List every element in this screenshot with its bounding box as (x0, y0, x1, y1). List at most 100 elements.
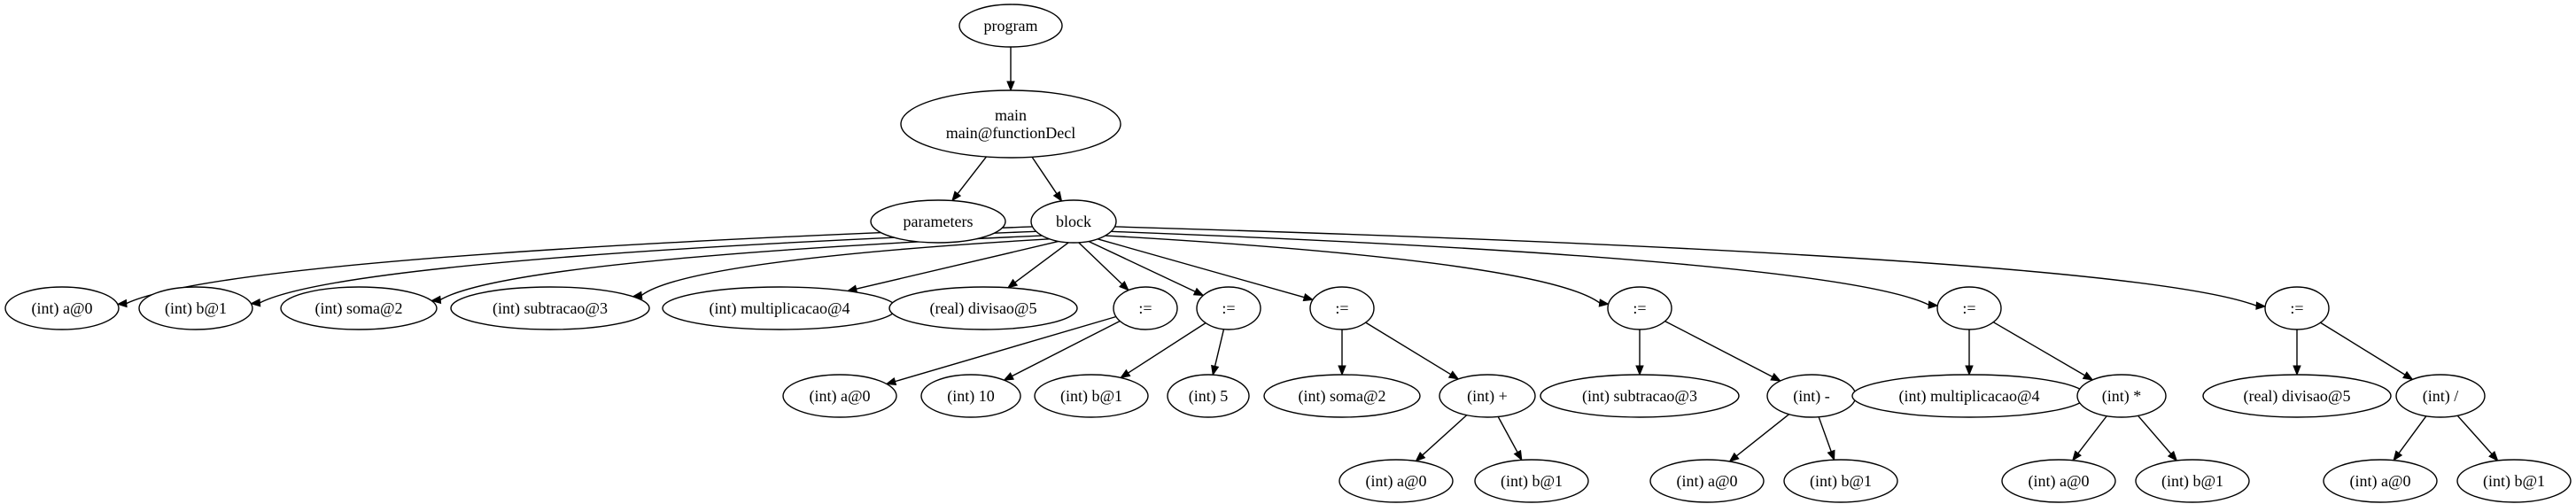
node-assign6: := (2264, 286, 2330, 330)
node-assign2: := (1196, 286, 1261, 330)
edge-assign6-to-a6-div (2293, 330, 2301, 376)
arrowhead (1003, 372, 1014, 381)
arrowhead (1928, 300, 1939, 309)
node-label: main (995, 106, 1027, 124)
node-label: (int) soma@2 (314, 299, 402, 318)
edge-block-to-assign1 (1078, 242, 1129, 291)
edge-line (1365, 322, 1452, 376)
node-label: := (2290, 299, 2303, 317)
node-decl-divisao: (real) divisao@5 (888, 286, 1078, 330)
node-a6-div: (real) divisao@5 (2202, 374, 2392, 418)
node-a4-minus: (int) - (1766, 374, 1857, 418)
arrowhead (2488, 451, 2499, 462)
node-ellipse (1540, 374, 1740, 418)
arrowhead (2402, 370, 2414, 381)
edge-line (1078, 242, 1123, 285)
node-assign3: := (1309, 286, 1375, 330)
edge-assign6-to-a6-slash (2320, 322, 2414, 381)
node-a2-5: (int) 5 (1167, 374, 1250, 418)
node-label: (int) b@1 (2161, 472, 2223, 491)
node-ellipse (450, 286, 650, 330)
arrowhead (1728, 452, 1740, 462)
node-label: program (984, 17, 1038, 35)
node-ellipse (2135, 459, 2250, 503)
edge-assign3-to-a3-plus (1365, 322, 1460, 380)
node-ellipse (1030, 199, 1117, 244)
node-label: (int) * (2102, 387, 2142, 406)
node-ellipse (782, 374, 897, 418)
edge-line (2398, 415, 2427, 454)
node-ellipse (2076, 374, 2167, 418)
node-ellipse (1113, 286, 1178, 330)
arrowhead (1770, 372, 1781, 382)
edge-a4-minus-to-minus-a (1728, 414, 1790, 462)
edge-block-to-decl-multiplicacao (846, 240, 1059, 293)
node-label: (int) b@1 (1060, 387, 1122, 406)
arrowhead (430, 295, 442, 305)
arrowhead (1447, 370, 1460, 380)
node-ellipse (1439, 374, 1536, 418)
node-decl-multiplicacao: (int) multiplicacao@4 (662, 286, 897, 330)
node-plus-a: (int) a@0 (1338, 459, 1454, 503)
node-label: := (1335, 299, 1348, 317)
edge-line (1422, 415, 1468, 456)
edge-line (1497, 416, 1518, 453)
edge-a4-minus-to-minus-b (1818, 416, 1835, 461)
node-decl-b: (int) b@1 (138, 286, 253, 330)
edge-line (1012, 320, 1121, 377)
node-block: block (1030, 199, 1117, 244)
arrowhead (1119, 368, 1131, 379)
node-assign4: := (1607, 286, 1672, 330)
node-a2-b: (int) b@1 (1034, 374, 1149, 418)
arrowhead (1635, 365, 1644, 376)
node-a1-10: (int) 10 (920, 374, 1021, 418)
arrowhead (1598, 299, 1610, 307)
node-label: (int) subtracao@3 (1582, 387, 1697, 406)
edge-block-to-assign3 (1097, 238, 1315, 302)
node-ellipse (1649, 459, 1765, 503)
node-ellipse (900, 89, 1121, 159)
node-slash-b: (int) b@1 (2456, 459, 2572, 503)
edge-assign2-to-a2-5 (1211, 329, 1225, 376)
edge-assign5-to-a5-mul (1965, 330, 1974, 376)
edge-a6-slash-to-slash-b (2456, 415, 2499, 462)
node-plus-b: (int) b@1 (1474, 459, 1589, 503)
node-decl-soma: (int) soma@2 (280, 286, 438, 330)
node-decl-a: (int) a@0 (4, 286, 120, 330)
arrowhead (2393, 450, 2403, 461)
arrowhead (1052, 190, 1063, 203)
edge-assign4-to-a4-sub (1635, 330, 1644, 376)
node-ellipse (1196, 286, 1261, 330)
edge-line (2077, 415, 2107, 454)
node-ellipse (2323, 459, 2438, 503)
node-label: (int) soma@2 (1298, 387, 1385, 406)
node-label: (int) a@0 (1365, 472, 1426, 491)
edge-line (957, 156, 987, 195)
node-times-b: (int) b@1 (2135, 459, 2250, 503)
edge-assign4-to-a4-minus (1664, 320, 1781, 382)
node-label: (int) a@0 (31, 299, 92, 318)
arrowhead (1192, 287, 1205, 297)
node-ellipse (870, 199, 1006, 244)
edge-line (895, 315, 1117, 383)
arrowhead (1302, 293, 1315, 302)
edge-main-to-block (1031, 156, 1063, 203)
edge-line (1114, 226, 2257, 306)
node-ellipse (1936, 286, 2002, 330)
edge-block-to-assign6 (1114, 226, 2267, 310)
node-label: main@functionDecl (946, 124, 1076, 142)
edge-assign1-to-a1-a (885, 315, 1117, 386)
node-label: (int) - (1793, 387, 1829, 406)
arrowhead (1006, 278, 1019, 289)
node-label: (int) subtracao@3 (493, 299, 608, 318)
edge-block-to-assign2 (1088, 240, 1205, 297)
arrowhead (2255, 301, 2267, 310)
edge-line (640, 238, 1050, 296)
node-label: (int) b@1 (1810, 472, 1872, 491)
node-ellipse (2456, 459, 2572, 503)
node-minus-b: (int) b@1 (1783, 459, 1898, 503)
node-label: (int) b@1 (2483, 472, 2545, 491)
edge-a5-times-to-times-a (2071, 415, 2107, 461)
node-label: := (1962, 299, 1975, 317)
